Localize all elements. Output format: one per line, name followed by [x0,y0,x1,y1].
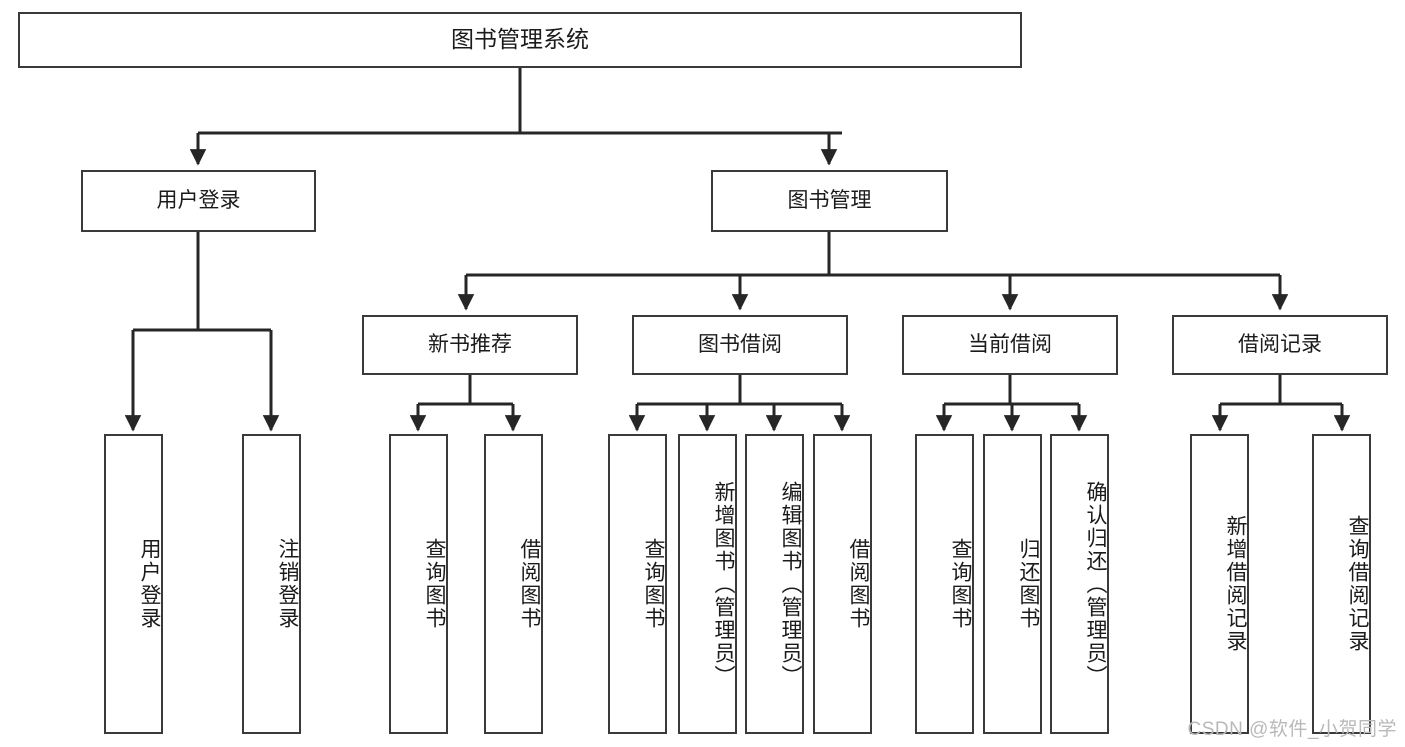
node-leaf-query-book-3-label: 查询图书 [949,538,972,630]
node-leaf-user-login[interactable]: 用户登录 [104,434,163,734]
node-leaf-query-record[interactable]: 查询借阅记录 [1312,434,1371,734]
node-new-book-rec-label: 新书推荐 [428,332,512,356]
node-leaf-edit-book-label: 编辑图书（管理员） [779,480,802,688]
node-leaf-borrow-book-1[interactable]: 借阅图书 [484,434,543,734]
node-current-borrow[interactable]: 当前借阅 [902,315,1118,375]
node-leaf-borrow-book-2-label: 借阅图书 [847,538,870,630]
node-leaf-logout-label: 注销登录 [276,538,299,630]
node-leaf-query-book-1[interactable]: 查询图书 [389,434,448,734]
watermark: CSDN @软件_小贺同学 [1187,719,1397,740]
node-root-label: 图书管理系统 [451,26,589,53]
node-leaf-logout[interactable]: 注销登录 [242,434,301,734]
node-leaf-return-book[interactable]: 归还图书 [983,434,1042,734]
node-leaf-query-book-1-label: 查询图书 [423,538,446,630]
node-book-manage-label: 图书管理 [787,188,872,212]
node-leaf-return-book-label: 归还图书 [1017,538,1040,630]
node-book-manage[interactable]: 图书管理 [711,170,948,232]
node-leaf-confirm-return-label: 确认归还（管理员） [1084,480,1107,688]
node-current-borrow-label: 当前借阅 [968,332,1052,356]
node-leaf-add-record-label: 新增借阅记录 [1224,515,1247,653]
node-leaf-query-record-label: 查询借阅记录 [1346,515,1369,653]
node-leaf-query-book-2-label: 查询图书 [642,538,665,630]
node-leaf-add-record[interactable]: 新增借阅记录 [1190,434,1249,734]
node-leaf-edit-book[interactable]: 编辑图书（管理员） [745,434,804,734]
node-root[interactable]: 图书管理系统 [18,12,1022,68]
node-book-borrow-label: 图书借阅 [698,332,782,356]
node-leaf-borrow-book-1-label: 借阅图书 [518,538,541,630]
node-leaf-borrow-book-2[interactable]: 借阅图书 [813,434,872,734]
node-leaf-user-login-label: 用户登录 [138,538,161,630]
node-leaf-add-book-label: 新增图书（管理员） [712,480,735,688]
node-leaf-query-book-2[interactable]: 查询图书 [608,434,667,734]
node-leaf-query-book-3[interactable]: 查询图书 [915,434,974,734]
node-leaf-add-book[interactable]: 新增图书（管理员） [678,434,737,734]
node-new-book-rec[interactable]: 新书推荐 [362,315,578,375]
node-book-borrow[interactable]: 图书借阅 [632,315,848,375]
node-leaf-confirm-return[interactable]: 确认归还（管理员） [1050,434,1109,734]
node-user-login-label: 用户登录 [156,188,241,212]
node-user-login[interactable]: 用户登录 [81,170,316,232]
node-borrow-record-label: 借阅记录 [1238,332,1322,356]
node-borrow-record[interactable]: 借阅记录 [1172,315,1388,375]
